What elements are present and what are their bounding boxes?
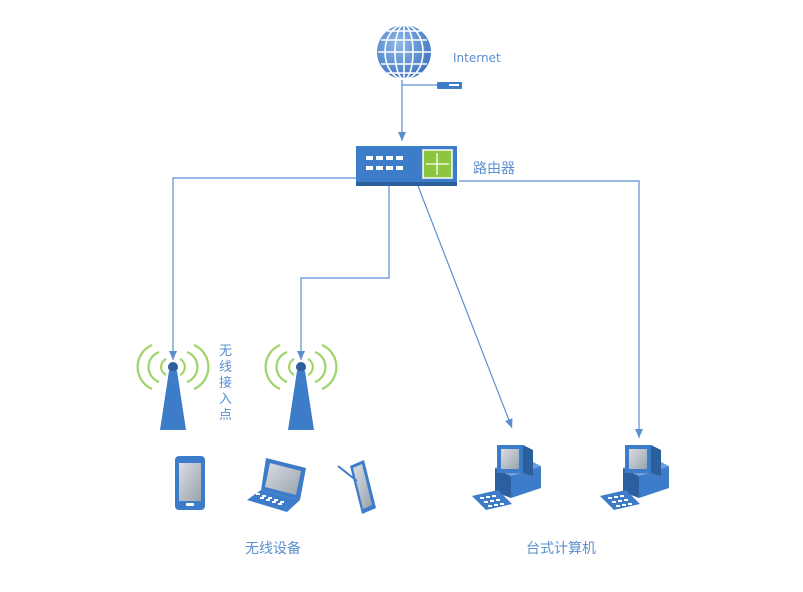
desktop-computers-label: 台式计算机: [526, 541, 596, 557]
globe-icon: [377, 24, 431, 80]
modem-icon: [437, 82, 462, 89]
link-router-desktop1: [417, 185, 513, 429]
desktop-computer-icon: [472, 445, 541, 510]
link-router-desktop2: [459, 180, 643, 438]
desktop-computer-icon: [600, 445, 669, 510]
tablet-icon: [337, 460, 376, 514]
wireless-devices-label: 无线设备: [245, 541, 301, 557]
connections: [169, 80, 643, 438]
link-router-ap2: [297, 186, 390, 360]
internet-label: Internet: [453, 51, 501, 65]
router-icon: [356, 146, 457, 186]
laptop-icon: [247, 458, 306, 512]
access-point-label: 无线接入点: [219, 344, 233, 423]
router-label: 路由器: [473, 161, 515, 177]
link-router-ap1: [169, 177, 356, 360]
smartphone-icon: [175, 456, 205, 510]
access-point-icon: [264, 343, 338, 430]
access-point-icon: [136, 343, 210, 430]
